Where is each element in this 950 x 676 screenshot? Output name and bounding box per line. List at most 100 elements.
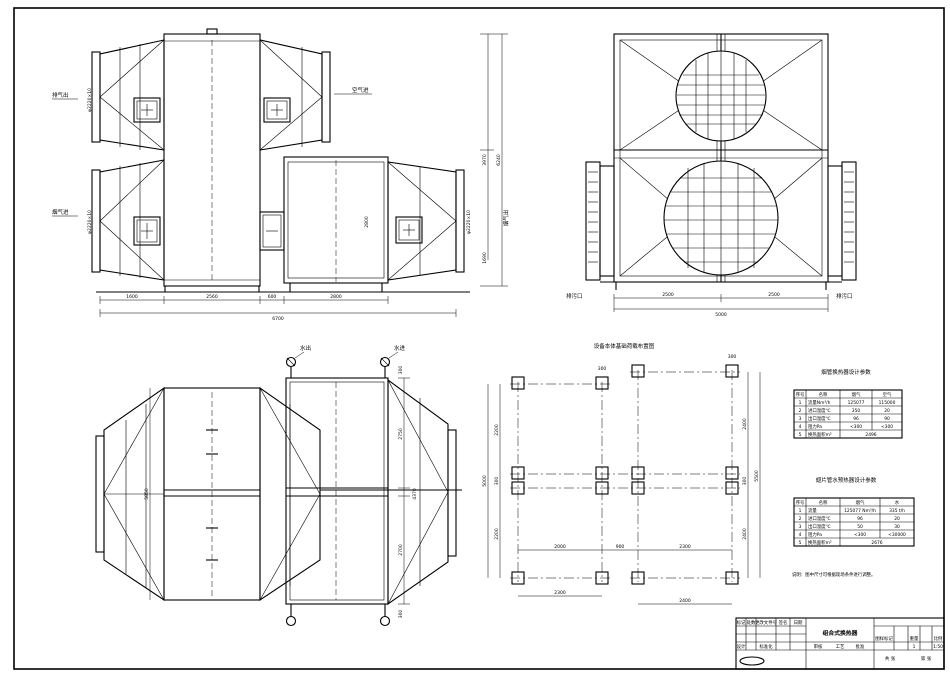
tb-cell-mark: 标记 xyxy=(737,619,746,626)
t2-r0c2: 125077 Nm³/h xyxy=(844,508,876,514)
t1-r0c2: 125077 xyxy=(848,400,865,406)
t1-r2c2: 96 xyxy=(853,416,859,422)
t2-r3c1: 阻力Pa xyxy=(808,531,822,538)
t1-r1c1: 进口温度℃ xyxy=(808,407,831,414)
front-dim-overall: 6700 xyxy=(272,316,284,322)
t2-r2c0: 3 xyxy=(799,524,802,530)
t2-r3c0: 4 xyxy=(799,532,802,538)
t1-r2c3: 90 xyxy=(884,416,890,422)
plan-dim-stack-1: 2750 xyxy=(398,428,404,440)
label-exhaust-out: 排气出 xyxy=(52,91,69,99)
fd-right-2: 300 xyxy=(742,477,748,486)
fd-top-small-2: 300 xyxy=(728,354,737,360)
side-dim-2: 2500 xyxy=(768,292,780,298)
fd-mid-1: 2000 xyxy=(554,544,566,550)
fd-left-total: 5000 xyxy=(482,475,488,487)
label-flue-gas-in: 烟气进 xyxy=(52,208,69,216)
front-port-3: φ2220×10 xyxy=(466,210,472,234)
tb-cell-sign: 签名 xyxy=(779,619,788,626)
plan-dim-bottom-small: 300 xyxy=(398,610,404,619)
drawing-note: 说明：图中尺寸可根据现场条件进行调整。 xyxy=(792,571,875,578)
tb-cell-count: 处数 xyxy=(747,619,756,626)
plan-dim-overall: 5850 xyxy=(144,488,150,500)
t1-r1c0: 2 xyxy=(799,408,802,414)
front-dim-2: 2560 xyxy=(206,294,218,300)
t2-r3c2: <300 xyxy=(854,532,866,538)
title-block: 组合式换热器 标记 处数 更改文件号 签名 日期 设计 审核 工艺 批准 标准化… xyxy=(735,617,945,670)
t2-r2c3: 30 xyxy=(894,524,900,530)
company-logo-ellipse xyxy=(739,656,765,666)
t2-r2c2: 50 xyxy=(857,524,863,530)
side-dim-overall: 5000 xyxy=(715,312,727,318)
t2-r4c0: 5 xyxy=(799,540,802,546)
t2-r2c1: 出口温度℃ xyxy=(808,523,831,530)
plan-view: 水出 水进 5850 300 2750 4370 2700 300 xyxy=(95,344,462,627)
front-elevation-view: 1600 2560 600 2800 6700 3970 6240 1690 2… xyxy=(52,28,510,322)
tb-drawing-name: 组合式换热器 xyxy=(823,629,858,637)
t2-r1c3: 20 xyxy=(894,516,900,522)
label-drain-left: 排污口 xyxy=(566,292,583,300)
t2-r1c2: 96 xyxy=(857,516,863,522)
t1-r1c2: 350 xyxy=(852,408,861,414)
tb-right-weight: 重量 xyxy=(910,635,919,642)
tb-cell-review: 审核 xyxy=(814,643,823,650)
fd-mid-2: 900 xyxy=(616,544,625,550)
tb-right-scale: 比例 xyxy=(934,635,943,642)
t1-r4c2: 2496 xyxy=(865,432,876,438)
fd-top-small-1: 300 xyxy=(598,366,607,372)
fd-left-3: 2200 xyxy=(494,528,500,540)
t1-r2c1: 出口温度℃ xyxy=(808,415,831,422)
t1-r4c0: 5 xyxy=(799,432,802,438)
fd-right-total: 5500 xyxy=(754,470,760,482)
t1-r0c0: 1 xyxy=(799,400,802,406)
side-dim-1: 2500 xyxy=(662,292,674,298)
t1-h0: 序号 xyxy=(796,391,805,398)
foundation-title: 设备本体基础荷载布置图 xyxy=(594,342,655,350)
front-dim-1: 1600 xyxy=(126,294,138,300)
t2-r0c1: 流量 xyxy=(808,507,817,514)
sheet-border xyxy=(13,7,945,670)
t1-r4c1: 换热面积m² xyxy=(808,431,832,438)
t1-r0c3: 115000 xyxy=(879,400,896,406)
label-drain-right: 排污口 xyxy=(836,292,853,300)
fd-right-1: 2400 xyxy=(742,418,748,430)
t1-h1: 名称 xyxy=(819,391,828,398)
front-dim-4: 2800 xyxy=(330,294,342,300)
fd-left-2: 300 xyxy=(494,477,500,486)
table1-title: 烟管换热器设计参数 xyxy=(821,368,871,376)
fd-right-3: 2400 xyxy=(742,528,748,540)
plan-dim-stack-2: 4370 xyxy=(412,488,418,500)
t2-r4c1: 换热面积m² xyxy=(808,539,832,546)
t2-r1c1: 进口温度℃ xyxy=(808,515,831,522)
tb-right-sheet-no: 第 张 xyxy=(921,655,932,662)
front-port-1: φ2220×10 xyxy=(87,88,93,112)
t2-r1c0: 2 xyxy=(799,516,802,522)
front-dim-3: 600 xyxy=(268,294,277,300)
tb-cell-date: 日期 xyxy=(794,620,803,626)
table-flue-tube-exchanger: 烟管换热器设计参数 序号 名称 烟气 空气 1 流量Nm³/h 125077 1… xyxy=(793,368,903,439)
front-dim-inner: 2800 xyxy=(364,216,370,228)
tb-cell-process: 工艺 xyxy=(836,644,845,650)
t1-r1c3: 20 xyxy=(884,408,890,414)
fd-bottom-2: 2400 xyxy=(679,598,691,604)
t2-h2: 烟气 xyxy=(856,499,865,506)
t1-r3c0: 4 xyxy=(799,424,802,430)
t1-h3: 空气 xyxy=(883,391,892,398)
fd-bottom-1: 2300 xyxy=(554,590,566,596)
t1-r3c3: <300 xyxy=(881,424,893,430)
label-water-in: 水进 xyxy=(394,344,406,352)
tb-cell-design: 设计 xyxy=(737,643,746,650)
foundation-load-layout: 设备本体基础荷载布置图 300 300 2200 300 xyxy=(482,342,761,605)
tb-cell-change: 更改文件号 xyxy=(755,619,778,626)
tb-right-qty: 1 xyxy=(913,644,916,650)
front-dim-height-overall: 6240 xyxy=(496,154,502,166)
t2-r0c3: 335 t/h xyxy=(889,508,905,514)
tb-right-mark: 图样标记 xyxy=(875,635,893,642)
t1-h2: 烟气 xyxy=(852,391,861,398)
front-dim-height-lower: 1690 xyxy=(482,252,488,264)
side-elevation-view: 排污口 排污口 2500 2500 5000 xyxy=(566,33,857,318)
table2-title: 翅片管水预热器设计参数 xyxy=(816,476,877,484)
label-fresh-air-in: 空气进 xyxy=(352,86,369,94)
t1-r3c1: 阻力Pa xyxy=(808,423,822,430)
